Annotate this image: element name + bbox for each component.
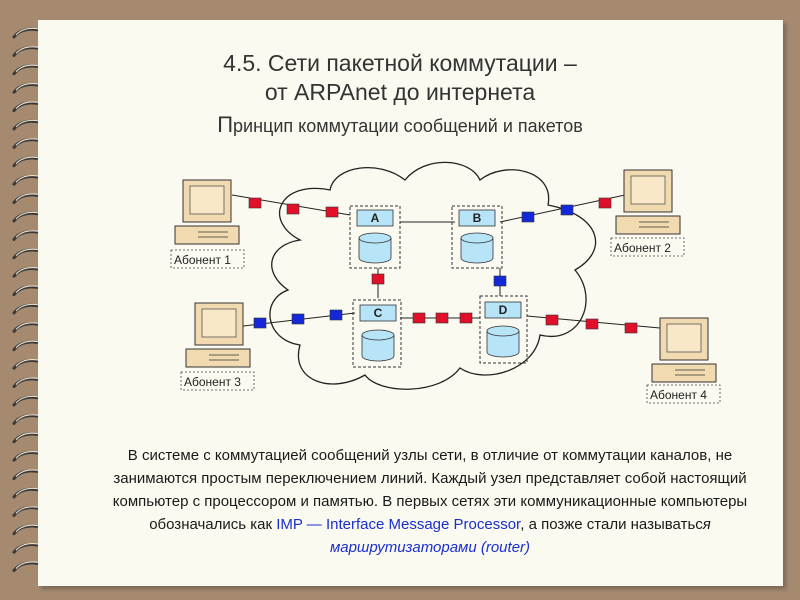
packet-red	[459, 312, 473, 324]
packet-red	[412, 312, 426, 324]
packet-red	[435, 312, 449, 324]
subtitle-rest: ринцип коммутации сообщений и пакетов	[233, 116, 583, 136]
computer-2-icon	[615, 169, 681, 235]
node-label: D	[499, 303, 508, 317]
packet-blue	[291, 313, 305, 325]
packet-blue	[253, 317, 267, 329]
node-label: C	[374, 306, 383, 320]
packet-blue	[521, 211, 535, 223]
packet-blue	[560, 204, 574, 216]
subscriber-2-label: Абонент 2	[614, 241, 671, 255]
computer-3-icon	[185, 302, 251, 368]
body-text-part1: В системе с коммутацией сообщений узлы с…	[112, 447, 748, 533]
body-paragraph: В системе с коммутацией сообщений узлы с…	[90, 444, 770, 559]
node-label: A	[371, 211, 380, 225]
router-term: маршрутизаторами (router)	[329, 539, 531, 556]
slide-subtitle: Принцип коммутации сообщений и пакетов	[0, 112, 800, 138]
subscriber-3-label: Абонент 3	[184, 375, 241, 389]
packet-red	[624, 322, 638, 334]
node-c: C	[352, 299, 402, 368]
packet-red	[371, 273, 385, 285]
packet-red	[248, 197, 262, 209]
slide-title-line1: 4.5. Сети пакетной коммутации –	[223, 50, 577, 76]
packet-red	[286, 203, 300, 215]
imp-term: IMP — Interface Message Processor	[276, 516, 521, 533]
node-d: D	[479, 295, 528, 364]
node-b: B	[451, 205, 503, 269]
packet-red	[598, 197, 612, 209]
packet-red	[545, 314, 559, 326]
computer-1-icon	[174, 179, 240, 245]
slide-title-line2: от ARPAnet до интернета	[264, 79, 536, 105]
computer-4-icon	[651, 317, 717, 383]
packet-blue	[329, 309, 343, 321]
subscriber-1-label: Абонент 1	[174, 253, 231, 267]
packet-red	[325, 206, 339, 218]
subscriber-4-label: Абонент 4	[650, 388, 707, 402]
network-cloud	[269, 161, 597, 390]
body-text-part2: , а позже стали называтьс	[520, 516, 703, 533]
node-a: A	[349, 205, 401, 269]
subtitle-first-letter: П	[217, 112, 234, 137]
packets	[248, 197, 638, 334]
packet-red	[585, 318, 599, 330]
node-label: B	[473, 211, 482, 225]
body-text-part3: я	[702, 516, 711, 533]
packet-blue	[493, 275, 507, 287]
